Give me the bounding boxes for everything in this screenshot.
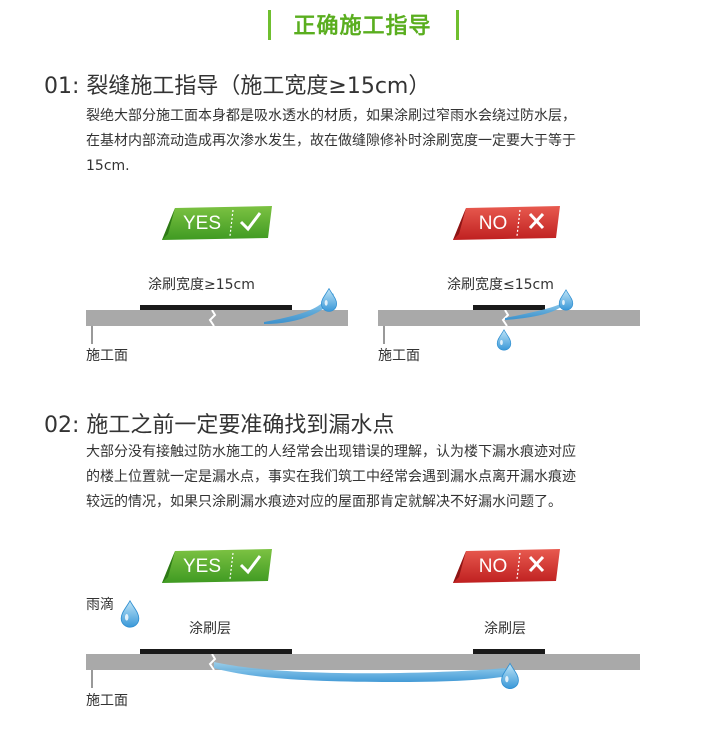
section1-title: 01: 裂缝施工指导（施工宽度≥15cm） [44, 74, 431, 99]
no-badge-1-text: NO [479, 213, 508, 234]
yes-badge-2-text: YES [183, 556, 221, 577]
yes-badge-2: YES [162, 549, 272, 583]
checkmark-icon [239, 212, 262, 232]
diagram1-no: 施工面 [378, 289, 640, 364]
surface-label-2: 施工面 [378, 348, 420, 364]
section1-paragraph: 裂绝大部分施工面本身都是吸水透水的材质，如果涂刷过窄雨水会绕过防水层， 在基材内… [86, 104, 706, 179]
no-width-label: 涂刷宽度≤15cm [447, 276, 554, 293]
section1-line: 在基材内部流动造成再次渗水发生，故在做缝隙修补时涂刷宽度一定要大于等于 [86, 133, 576, 149]
diagram1-yes: 施工面 [86, 288, 348, 364]
header-bar-left [268, 10, 271, 40]
coat-layer-left [140, 649, 292, 654]
water-drop-icon [320, 288, 338, 312]
section2-line: 的楼上位置就一定是漏水点，事实在我们筑工中经常会遇到漏水点离开漏水痕迹 [86, 469, 576, 485]
header-bar-right [456, 10, 459, 40]
diagram2: 雨滴 涂刷层 涂刷层 施工面 [86, 596, 640, 709]
checkmark-icon [239, 555, 262, 575]
section2-title: 02: 施工之前一定要准确找到漏水点 [44, 413, 395, 438]
cross-icon [528, 555, 545, 573]
construction-surface [86, 654, 640, 670]
water-flow [214, 662, 508, 682]
page-title: 正确施工指导 [293, 14, 432, 39]
coat-label-right: 涂刷层 [484, 621, 526, 637]
coat-label-left: 涂刷层 [189, 621, 231, 637]
no-badge-1: NO [453, 206, 560, 240]
section2-paragraph: 大部分没有接触过防水施工的人经常会出现错误的理解，认为楼下漏水痕迹对应 的楼上位… [86, 440, 706, 515]
raindrop-icon [120, 600, 140, 628]
coat-layer [473, 305, 545, 310]
no-badge-2-text: NO [479, 556, 508, 577]
cross-icon [528, 212, 545, 230]
surface-label-1: 施工面 [86, 348, 128, 364]
yes-badge-1: YES [162, 206, 272, 240]
yes-width-label: 涂刷宽度≥15cm [148, 276, 255, 293]
no-badge-2: NO [453, 549, 560, 583]
yes-badge-1-text: YES [183, 213, 221, 234]
water-drop-icon [496, 329, 512, 351]
raindrop-label: 雨滴 [86, 596, 114, 613]
section2-line: 大部分没有接触过防水施工的人经常会出现错误的理解，认为楼下漏水痕迹对应 [86, 444, 576, 460]
surface-label-3: 施工面 [86, 693, 128, 709]
section1-line: 裂绝大部分施工面本身都是吸水透水的材质，如果涂刷过窄雨水会绕过防水层， [86, 108, 576, 124]
section1-line: 15cm. [86, 158, 130, 174]
coat-layer [140, 305, 292, 310]
header: 正确施工指导 [0, 0, 725, 50]
section2-line: 较远的情况，如果只涂刷漏水痕迹对应的屋面那肯定就解决不好漏水问题了。 [86, 494, 562, 510]
coat-layer-right [473, 649, 545, 654]
water-drop-icon [558, 289, 574, 311]
